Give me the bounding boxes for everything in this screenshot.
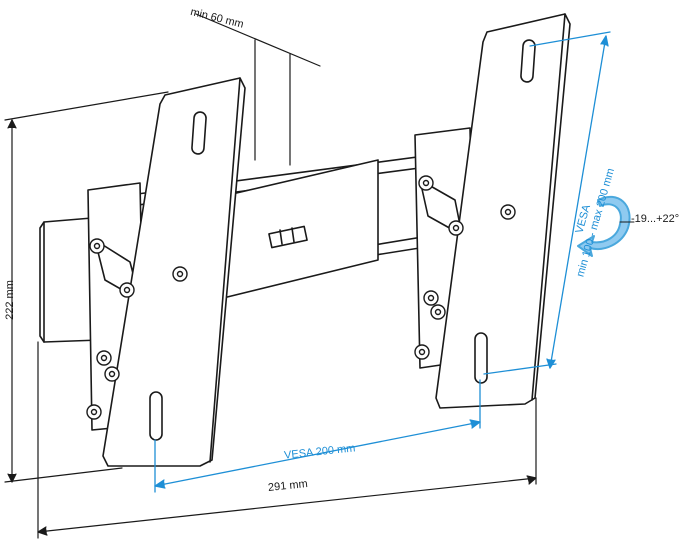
left-arm-bottom-slot bbox=[149, 391, 163, 441]
tilt-arrow-icon bbox=[577, 195, 635, 257]
black-dimensions bbox=[4, 13, 537, 539]
vesa-dimensions bbox=[154, 31, 611, 493]
tilt-range-label: -19...+22° bbox=[631, 213, 680, 225]
right-arm-top-slot bbox=[520, 39, 536, 83]
level-window bbox=[268, 225, 308, 249]
right-arm-bottom-slot bbox=[474, 332, 488, 384]
height-dimension-label: 222 mm bbox=[4, 280, 16, 320]
left-arm-top-slot bbox=[191, 111, 207, 155]
screws bbox=[86, 175, 516, 420]
